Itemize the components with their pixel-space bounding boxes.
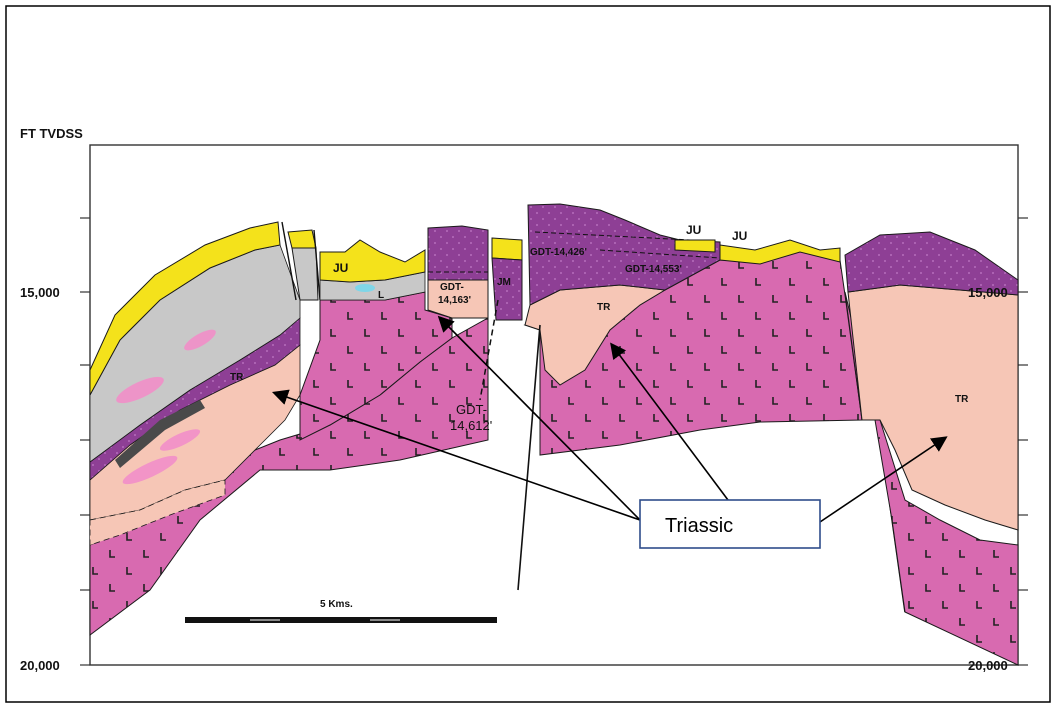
label-gdt-3: GDT-14,426' [530, 247, 587, 258]
label-gdt-2a: GDT- [456, 402, 487, 417]
label-ju-1: JU [333, 261, 348, 275]
label-gdt-1a: GDT- [440, 282, 464, 293]
left-tick-20000: 20,000 [20, 658, 60, 673]
label-gdt-4: GDT-14,553' [625, 264, 682, 275]
right-tick-15000: 15,000 [968, 285, 1008, 300]
left-tick-15000: 15,000 [20, 285, 60, 300]
label-l: L [378, 290, 384, 301]
graben-yellow [492, 238, 522, 260]
label-tr-1: TR [230, 372, 244, 383]
scale-bar-label: 5 Kms. [320, 599, 353, 610]
trough-1-cyan-lens [355, 284, 375, 292]
triassic-callout-label: Triassic [665, 515, 733, 537]
label-tr-2: TR [597, 302, 611, 313]
label-tr-3: TR [955, 394, 969, 405]
label-ju-2: JU [686, 223, 701, 237]
axis-title: FT TVDSS [20, 126, 83, 141]
label-ju-3: JU [732, 229, 747, 243]
label-jm: JM [497, 277, 511, 288]
right-tick-20000: 20,000 [968, 658, 1008, 673]
label-gdt-1b: 14,163' [438, 295, 471, 306]
label-gdt-2b: 14,612' [450, 418, 492, 433]
central-yellow-strip [675, 240, 715, 252]
